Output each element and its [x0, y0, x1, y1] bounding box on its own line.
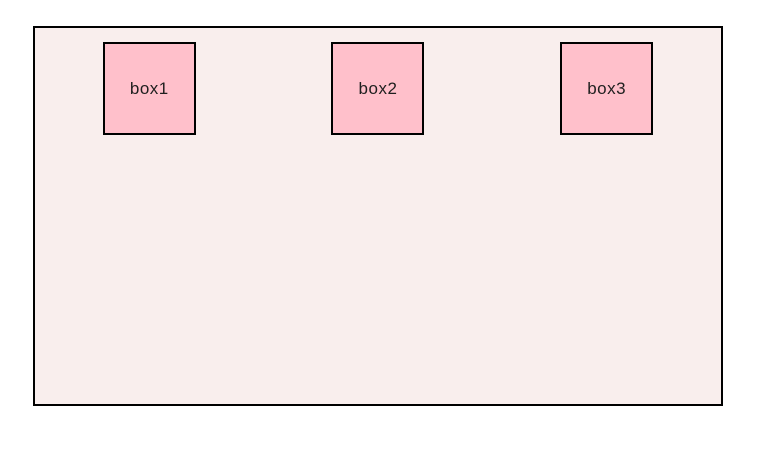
box-1-label: box1: [129, 78, 169, 98]
box-3: box3: [560, 42, 654, 135]
box-2-label: box2: [358, 78, 398, 98]
flex-container: box1 box2 box3: [33, 26, 723, 406]
box-3-label: box3: [587, 78, 627, 98]
box-1: box1: [102, 42, 196, 135]
box-2: box2: [331, 42, 425, 135]
